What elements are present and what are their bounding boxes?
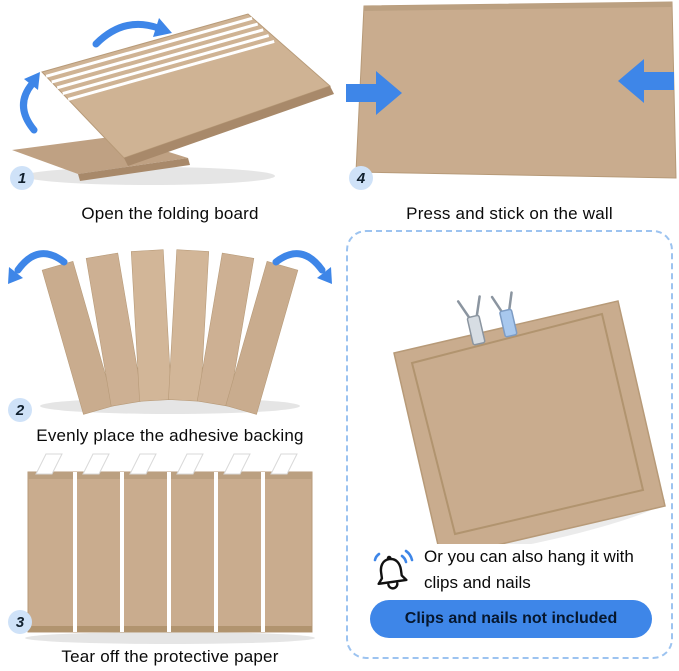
clip-hanging-illustration [393, 291, 666, 544]
wall-board-illustration [346, 1, 677, 179]
curved-arrow-icon [20, 72, 40, 134]
press-arrow-icon [346, 71, 402, 115]
step-badge: 1 [10, 166, 34, 190]
folding-board-illustration [12, 13, 334, 185]
protective-paper-illustration [25, 453, 315, 644]
note-badge-label: Clips and nails not included [404, 610, 618, 627]
step-number: 1 [17, 169, 27, 187]
curved-arrow-icon [272, 250, 332, 284]
adhesive-backing-illustration [8, 249, 332, 415]
curved-arrow-icon [92, 18, 172, 48]
binder-clip-icon [456, 295, 486, 346]
step-caption: Evenly place the adhesive backing [36, 426, 304, 445]
step-badge: 4 [349, 166, 373, 190]
binder-clip-icon [490, 291, 518, 338]
step-number: 4 [356, 169, 366, 187]
note-text: Or you can also hang it with clips and n… [424, 547, 634, 593]
hanging-note-panel: Or you can also hang it with clips and n… [346, 230, 673, 659]
step-badge: 3 [8, 610, 32, 634]
step-number: 2 [15, 401, 25, 419]
press-arrow-icon [618, 59, 674, 103]
note-badge: Clips and nails not included [370, 600, 652, 638]
step-1-panel: 1 Open the folding board [0, 0, 340, 228]
curved-arrow-icon [8, 250, 68, 284]
step-caption: Open the folding board [81, 204, 259, 223]
step-caption: Press and stick on the wall [406, 204, 613, 223]
step-3-panel: 3 Tear off the protective paper [0, 450, 340, 671]
step-number: 3 [15, 613, 25, 631]
step-4-panel: 4 Press and stick on the wall [340, 0, 679, 228]
step-caption: Tear off the protective paper [61, 647, 279, 666]
bell-icon [368, 548, 414, 594]
step-badge: 2 [8, 398, 32, 422]
step-2-panel: 2 Evenly place the adhesive backing [0, 228, 340, 450]
